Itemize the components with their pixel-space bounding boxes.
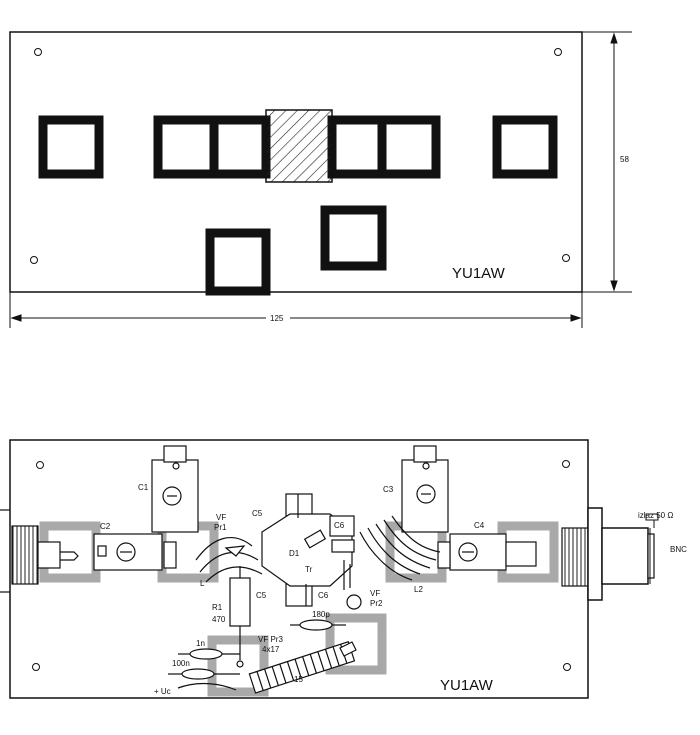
ic-4x17-label: 4x17: [262, 645, 280, 654]
winding-15-label: 15: [294, 675, 303, 684]
c2-label: C2: [100, 522, 111, 531]
c5-top-label: C5: [252, 509, 263, 518]
vf-choke-pr2: [343, 560, 362, 610]
c5-bottom-label: C5: [256, 591, 267, 600]
l1-label: L: [200, 579, 205, 588]
cap-100n-label: 100n: [172, 659, 190, 668]
mounting-hole: [562, 254, 570, 262]
c180p-label: 180p: [312, 610, 330, 619]
r1-label: R1: [212, 603, 223, 612]
coil-l2: [359, 515, 441, 581]
mounting-hole: [34, 48, 42, 56]
vf-pr1-label-b: Pr1: [214, 523, 227, 532]
trimmer-capacitor-c4: [437, 533, 537, 571]
capacitor-c6: [329, 515, 355, 553]
capacitor-1n: [178, 648, 240, 660]
vf-pr3-label: VF Pr3: [258, 635, 283, 644]
copper-pad: [492, 115, 558, 179]
mounting-hole: [554, 48, 562, 56]
capacitor-100n: [168, 668, 240, 680]
bottom-board-callsign: YU1AW: [440, 677, 494, 694]
trimmer-capacitor-c3: [401, 445, 449, 533]
r1-value-label: 470: [212, 615, 226, 624]
top-board: YU1AW 58 125: [9, 31, 632, 328]
c6-top-label: C6: [334, 521, 345, 530]
d1-label: D1: [289, 549, 300, 558]
top-board-callsign: YU1AW: [452, 265, 506, 282]
c3-label: C3: [383, 485, 394, 494]
coil-l1: [195, 537, 263, 583]
l2-label: L2: [414, 585, 423, 594]
mounting-hole: [562, 460, 570, 468]
vf-choke-pr3: [248, 641, 357, 694]
c6-bottom-label: C6: [318, 591, 329, 600]
mounting-hole: [32, 663, 40, 671]
capacitor-180p: [290, 619, 346, 631]
bnc-connector: [561, 507, 659, 601]
trimmer-capacitor-c1: [151, 445, 199, 533]
cap-1n-label: 1n: [196, 639, 205, 648]
supply-label: + Uc: [154, 687, 171, 696]
vf-pr1-label-a: VF: [216, 513, 226, 522]
vf-pr2-label-a: VF: [370, 589, 380, 598]
copper-pad-shadow: [325, 613, 387, 675]
bottom-board: izlaz 50 Ω BNC C2 C1 C3: [0, 439, 687, 699]
mounting-hole: [563, 663, 571, 671]
height-dimension-label: 58: [620, 155, 629, 164]
copper-pad: [320, 205, 387, 271]
copper-pad: [205, 228, 271, 296]
copper-pad: [377, 115, 441, 179]
c4-label: C4: [474, 521, 485, 530]
copper-pad: [38, 115, 104, 179]
c1-label: C1: [138, 483, 149, 492]
width-dimension-label: 125: [270, 314, 284, 323]
trimmer-capacitor-c2: [93, 533, 177, 571]
bnc-label: BNC: [670, 545, 687, 554]
resistor-r1: [229, 566, 251, 668]
height-dimension: [582, 31, 632, 293]
transistor-cutout-hatched: [265, 109, 333, 183]
copper-pad-shadow: [207, 635, 269, 697]
vf-pr2-label-b: Pr2: [370, 599, 383, 608]
tr-label: Tr: [305, 565, 313, 574]
supply-lead: [177, 682, 237, 691]
width-dimension: [9, 292, 583, 328]
left-connector: [0, 509, 79, 593]
output-label: izlaz 50 Ω: [638, 511, 673, 520]
mounting-hole: [30, 256, 38, 264]
mounting-hole: [36, 461, 44, 469]
